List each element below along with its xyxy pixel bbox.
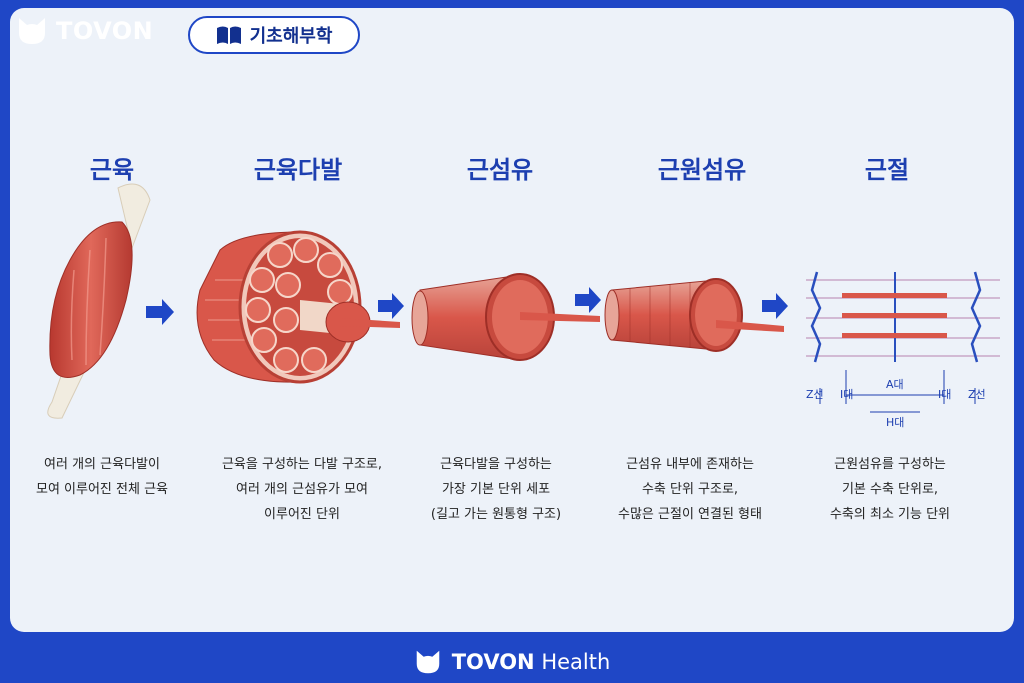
footer-brand-suffix: Health	[541, 649, 611, 674]
book-icon	[216, 26, 241, 44]
stage-title-fiber: 근섬유	[466, 156, 534, 184]
category-badge[interactable]: 기초해부학	[188, 16, 360, 54]
cat-head-icon	[19, 18, 45, 44]
brand-name: TOVON	[56, 17, 154, 45]
stage-title-myofibril: 근원섬유	[657, 156, 747, 184]
brand-logo[interactable]: TOVON	[16, 14, 153, 48]
stage-title-fascicle: 근육다발	[253, 156, 343, 184]
footer-brand[interactable]: TOVON Health	[0, 640, 1024, 683]
badge-label: 기초해부학	[249, 26, 333, 47]
stage-title-sarcomere: 근절	[864, 156, 910, 184]
content-card	[10, 8, 1014, 632]
cat-head-icon	[416, 650, 439, 673]
footer-brand-name: TOVON	[451, 649, 535, 674]
stage-title-muscle: 근육	[89, 156, 135, 184]
